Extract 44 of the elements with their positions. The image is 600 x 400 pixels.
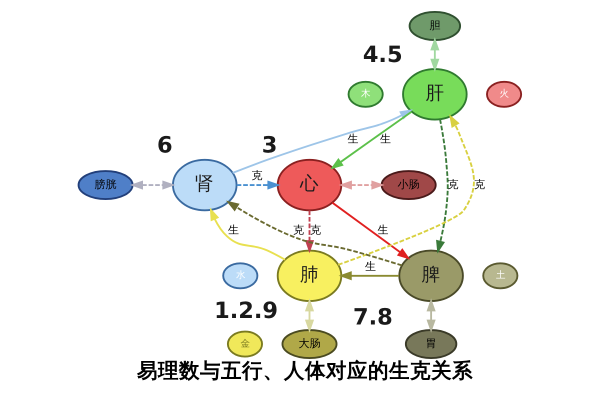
arrow	[330, 110, 412, 170]
caption: 易理数与五行、人体对应的生克关系	[136, 358, 473, 382]
node-ellipse: 火	[486, 80, 522, 108]
node-label: 1.2.9	[214, 298, 278, 324]
node-ellipse: 肝	[402, 68, 468, 120]
arrow	[332, 202, 410, 260]
arrow	[338, 180, 385, 190]
node-ellipse: 土	[482, 262, 518, 290]
edge-label: 生	[380, 132, 392, 146]
edge-label: 克	[448, 178, 459, 191]
node-ellipse: 胆	[408, 11, 462, 41]
edge-label: 生	[348, 132, 359, 146]
node-label: 3	[262, 132, 278, 158]
edge-label: 生	[377, 223, 388, 236]
arrow	[430, 37, 440, 72]
arrow	[210, 207, 286, 260]
node-label: 6	[157, 132, 173, 158]
node-ellipse: 肾	[172, 158, 238, 212]
edge-label: 克	[474, 178, 485, 191]
arrow	[338, 271, 399, 280]
edge-label: 克	[310, 223, 322, 236]
node-ellipse: 脾	[398, 250, 464, 302]
node-ellipse: 水	[222, 262, 258, 290]
edge-label: 生	[228, 223, 239, 236]
edge-label: 克	[293, 223, 304, 236]
node-ellipse: 肺	[276, 250, 342, 302]
arrow	[426, 298, 436, 333]
node-label: 4.5	[362, 42, 403, 68]
node-ellipse: 大肠	[282, 329, 338, 360]
node-ellipse: 膀胱	[78, 170, 134, 200]
node-ellipse: 小肠	[380, 170, 437, 200]
arrow	[338, 114, 475, 266]
edge-label: 生	[364, 260, 376, 273]
arrow	[436, 119, 449, 254]
arrow	[236, 180, 281, 190]
node-ellipse: 金	[226, 330, 263, 358]
arrow	[130, 180, 176, 190]
arrow	[304, 298, 314, 333]
edge-label: 克	[252, 169, 263, 182]
node-ellipse: 木	[348, 80, 384, 108]
node-ellipse: 胃	[404, 329, 458, 360]
arrow	[226, 200, 402, 266]
node-ellipse: 心	[276, 158, 342, 212]
node-label: 7.8	[353, 304, 393, 331]
